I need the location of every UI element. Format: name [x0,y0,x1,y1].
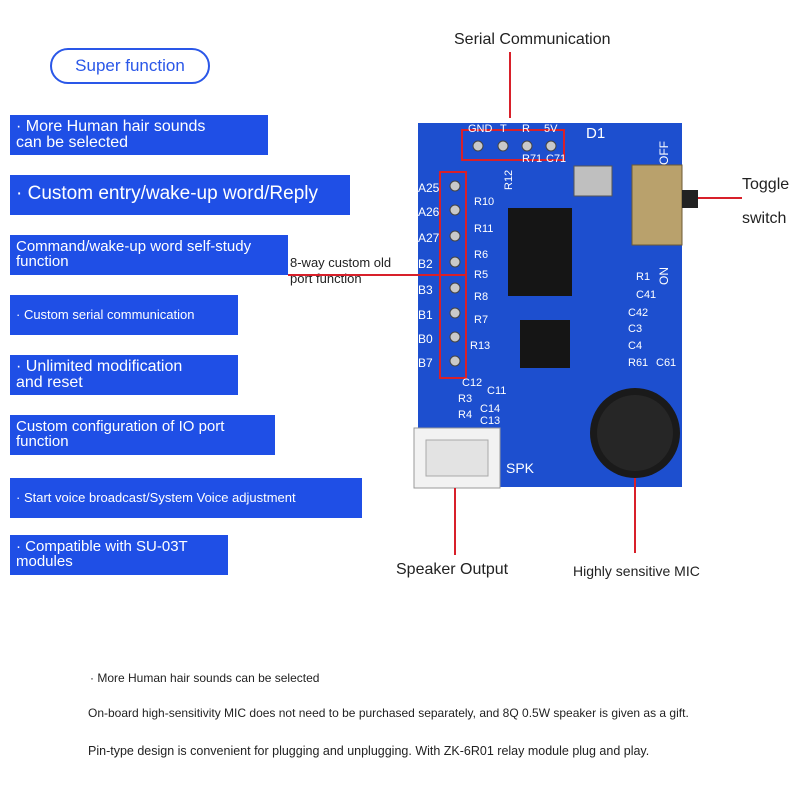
crystal [573,165,613,197]
label-r71: R71 [522,153,542,165]
serial-communication-label: Serial Communication [454,31,611,48]
feature-self-study: Command/wake-up word self-study function [10,235,288,275]
label-c42: C42 [628,307,648,319]
label-c11: C11 [487,385,506,397]
speaker-output-label: Speaker Output [396,561,509,578]
serial-header-pins [472,140,557,152]
port-b1: B1 [418,308,433,322]
feature-io-config: Custom configuration of IO port function [10,415,275,455]
label-r10: R10 [474,196,494,208]
spk-label: SPK [506,460,535,476]
port-b2: B2 [418,257,433,271]
pin-t: T [500,123,507,135]
microphone [590,388,680,478]
note-mic-speaker: On-board high-sensitivity MIC does not n… [88,706,689,720]
label-c12: C12 [462,377,482,389]
label-c61: C61 [656,357,676,369]
label-c14: C14 [480,403,500,415]
main-chip [508,208,572,296]
pin-5v: 5V [544,123,558,135]
port-a25: A25 [418,181,440,195]
port-b3: B3 [418,283,433,297]
speaker-connector [413,427,501,489]
label-r12: R12 [503,170,515,190]
pin-r: R [522,123,530,135]
feature-serial: · Custom serial communication [10,295,238,335]
label-r3: R3 [458,393,472,405]
feature-compatible: · Compatible with SU-03T modules [10,535,228,575]
note-human-sounds: · More Human hair sounds can be selected [90,671,320,685]
feature-human-sounds: · More Human hair sounds can be selected [10,115,268,155]
label-r4: R4 [458,409,472,421]
port-b0: B0 [418,332,433,346]
label-c3: C3 [628,323,642,335]
port-pin-holes [449,180,461,367]
label-r8: R8 [474,291,488,303]
port-b7: B7 [418,356,433,370]
label-c41: C41 [636,289,656,301]
feature-voice-broadcast: · Start voice broadcast/System Voice adj… [10,478,362,518]
diode-label: D1 [586,125,605,142]
label-r7: R7 [474,314,488,326]
secondary-chip [520,320,570,368]
mic-label: Highly sensitive MIC [573,563,700,579]
label-r6: R6 [474,249,488,261]
toggle-switch-label: Toggle switch [742,176,790,227]
label-c13: C13 [480,415,500,427]
feature-unlimited: · Unlimited modification and reset [10,355,238,395]
label-c4: C4 [628,340,642,352]
serial-header-outline [461,129,565,161]
port-a26: A26 [418,205,440,219]
toggle-knob [682,190,698,208]
pcb-board [418,123,682,487]
pin-gnd: GND [468,123,493,135]
note-pin-design: Pin-type design is convenient for pluggi… [88,744,650,758]
label-r11: R11 [474,223,493,235]
on-label: ON [657,267,671,285]
label-r13: R13 [470,340,490,352]
custom-port-label: 8-way custom old port function [290,255,392,286]
label-r1: R1 [636,271,650,283]
super-function-badge: Super function [50,48,210,84]
port-pins-outline [439,171,467,379]
label-c71: C71 [546,153,566,165]
feature-custom-entry: · Custom entry/wake-up word/Reply [10,175,350,215]
toggle-switch [631,164,683,246]
label-r5: R5 [474,269,488,281]
port-a27: A27 [418,231,440,245]
off-label: OFF [657,141,671,165]
label-r61: R61 [628,357,648,369]
